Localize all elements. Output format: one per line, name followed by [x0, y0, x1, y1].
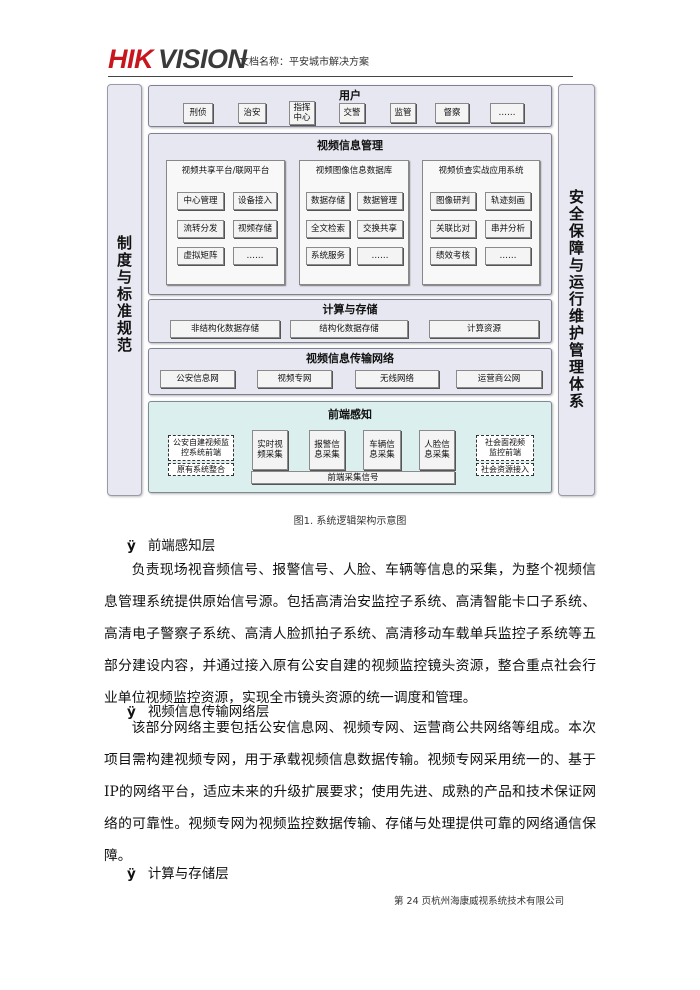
architecture-diagram: 制度与标准规范 安全保障与运行维护管理体系 用户 刑侦 治安 指挥中心 交警 监… — [107, 84, 595, 497]
vim-title: 视频信息管理 — [317, 139, 383, 152]
panel-item: 流转分发 — [177, 220, 224, 238]
network-title: 视频信息传输网络 — [306, 352, 394, 365]
frontend-title: 前端感知 — [328, 408, 372, 421]
user-item: …… — [490, 103, 524, 123]
left-sidebar-label: 制度与标准规范 — [116, 234, 132, 354]
frontend-left-dashed: 公安自建视频监控系统前端 — [168, 435, 234, 461]
panel-item: …… — [233, 247, 277, 265]
figure-caption: 图1. 系统逻辑架构示意图 — [293, 516, 407, 527]
network-item: 无线网络 — [355, 370, 439, 388]
bullet-network: ÿ 视频信息传输网络层 — [127, 700, 269, 720]
bullet-marker: ÿ — [127, 538, 136, 554]
panel-item: 串并分析 — [485, 220, 531, 238]
panel-title: 视频图像信息数据库 — [315, 166, 393, 176]
user-item: 监管 — [390, 103, 416, 123]
paragraph-network: 该部分网络主要包括公安信息网、视频专网、运营商公共网络等组成。本次项目需构建视频… — [104, 720, 596, 864]
network-item: 视频专网 — [257, 370, 332, 388]
network-item: 公安信息网 — [160, 370, 235, 388]
bullet-compute: ÿ 计算与存储层 — [127, 862, 229, 882]
panel-item: 图像研判 — [430, 192, 476, 210]
panel-item: 设备接入 — [233, 192, 277, 210]
panel-title: 视频侦查实战应用系统 — [438, 166, 524, 176]
user-item: 刑侦 — [183, 103, 213, 123]
bullet-marker: ÿ — [127, 866, 136, 882]
bullet-label: 计算与存储层 — [147, 866, 229, 882]
compute-item: 结构化数据存储 — [290, 320, 408, 338]
frontend-item: 人脸信息采集 — [419, 430, 455, 470]
compute-layer: 计算与存储 非结构化数据存储 结构化数据存储 计算资源 — [148, 299, 552, 343]
panel-item: 关联比对 — [430, 220, 476, 238]
frontend-layer: 前端感知 公安自建视频监控系统前端 原有系统整合 实时视频采集 报警信息采集 车… — [148, 401, 552, 493]
compute-item: 非结构化数据存储 — [170, 320, 280, 338]
panel-item: …… — [485, 247, 531, 265]
right-sidebar: 安全保障与运行维护管理体系 — [558, 84, 595, 496]
vim-panel: 视频侦查实战应用系统 图像研判 轨迹刻画 关联比对 串并分析 绩效考核 …… — [422, 160, 540, 285]
panel-item: …… — [357, 247, 403, 265]
frontend-item: 实时视频采集 — [252, 430, 288, 470]
user-item: 治安 — [238, 103, 266, 123]
bullet-label: 视频信息传输网络层 — [147, 704, 270, 720]
compute-item: 计算资源 — [429, 320, 539, 338]
page-footer: 第 24 页杭州海康威视系统技术有限公司 — [394, 896, 565, 907]
users-title: 用户 — [339, 89, 361, 102]
frontend-item: 报警信息采集 — [309, 430, 345, 470]
doc-name: 文档名称：平安城市解决方案 — [239, 57, 369, 68]
panel-item: 全文检索 — [306, 220, 350, 238]
vim-layer: 视频信息管理 视频共享平台/联网平台 中心管理 设备接入 流转分发 视频存储 虚… — [148, 133, 552, 295]
page-header: HIK VISION 文档名称：平安城市解决方案 — [108, 42, 568, 76]
panel-item: 系统服务 — [306, 247, 350, 265]
frontend-right-dashed: 社会面视频监控前端 — [476, 435, 534, 461]
panel-item: 虚拟矩阵 — [177, 247, 224, 265]
frontend-left-dashed-bottom: 原有系统整合 — [168, 463, 234, 476]
user-item: 指挥中心 — [289, 101, 315, 125]
frontend-signal-bar: 前端采集信号 — [251, 471, 455, 484]
user-item: 交警 — [339, 103, 365, 123]
frontend-right-dashed-bottom: 社会资源接入 — [476, 463, 534, 476]
vim-panel: 视频共享平台/联网平台 中心管理 设备接入 流转分发 视频存储 虚拟矩阵 …… — [166, 160, 285, 285]
panel-item: 视频存储 — [233, 220, 277, 238]
panel-item: 交换共享 — [357, 220, 403, 238]
panel-item: 数据存储 — [306, 192, 350, 210]
logo-hik: HIK — [108, 44, 154, 74]
header-divider — [108, 76, 573, 77]
users-layer: 用户 刑侦 治安 指挥中心 交警 监管 督察 …… — [148, 85, 552, 127]
panel-item: 数据管理 — [357, 192, 403, 210]
logo-vision: VISION — [158, 44, 247, 74]
vim-panel: 视频图像信息数据库 数据存储 数据管理 全文检索 交换共享 系统服务 …… — [299, 160, 409, 285]
panel-item: 绩效考核 — [430, 247, 476, 265]
bullet-marker: ÿ — [127, 704, 136, 720]
network-layer: 视频信息传输网络 公安信息网 视频专网 无线网络 运营商公网 — [148, 348, 552, 395]
compute-title: 计算与存储 — [322, 303, 378, 316]
bullet-frontend: ÿ 前端感知层 — [127, 534, 215, 554]
panel-title: 视频共享平台/联网平台 — [181, 166, 270, 176]
paragraph-frontend: 负责现场视音频信号、报警信号、人脸、车辆等信息的采集，为整个视频信息管理系统提供… — [104, 562, 596, 706]
left-sidebar: 制度与标准规范 — [107, 84, 142, 496]
bullet-label: 前端感知层 — [147, 538, 216, 554]
network-item: 运营商公网 — [456, 370, 542, 388]
frontend-item: 车辆信息采集 — [363, 430, 401, 470]
panel-item: 轨迹刻画 — [485, 192, 531, 210]
panel-item: 中心管理 — [177, 192, 224, 210]
user-item: 督察 — [435, 103, 469, 123]
right-sidebar-label: 安全保障与运行维护管理体系 — [568, 188, 584, 410]
